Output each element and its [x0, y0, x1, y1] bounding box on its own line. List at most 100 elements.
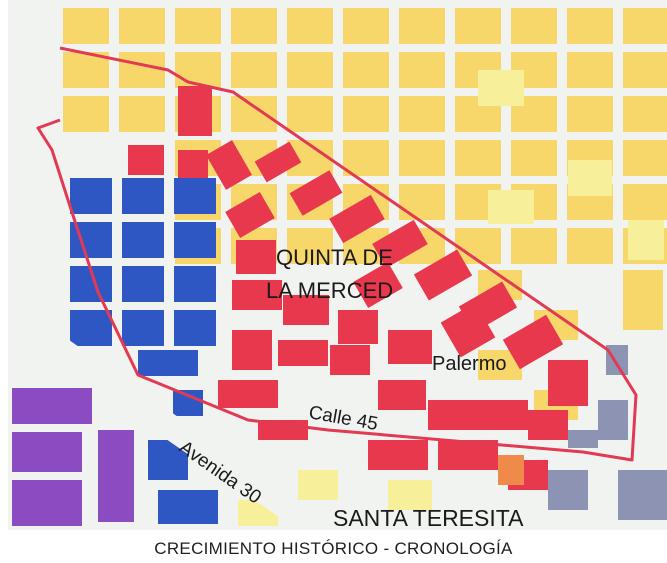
red-block	[128, 145, 164, 175]
yellow-block	[567, 96, 613, 132]
purple-block	[98, 430, 134, 522]
blue-block	[122, 178, 164, 214]
blue-block	[138, 350, 198, 376]
yellow-block	[623, 96, 667, 132]
red-block	[478, 400, 528, 430]
gray-block	[606, 345, 628, 375]
yellow-block	[623, 8, 667, 44]
pale-yellow-block	[488, 190, 534, 224]
label-quinta-de: QUINTA DE	[276, 245, 393, 270]
yellow-block	[399, 140, 445, 176]
yellow-block	[343, 96, 389, 132]
gray-block	[548, 470, 588, 510]
map-caption: CRECIMIENTO HISTÓRICO - CRONOLOGÍA	[154, 539, 513, 558]
pale-yellow-block	[388, 480, 432, 510]
gray-block	[598, 400, 628, 440]
yellow-block	[119, 52, 165, 88]
yellow-block	[343, 140, 389, 176]
yellow-block	[119, 8, 165, 44]
yellow-block	[623, 140, 667, 176]
yellow-block	[399, 8, 445, 44]
neighborhood-boundary	[36, 46, 638, 462]
yellow-block	[623, 270, 663, 330]
red-block	[330, 345, 370, 375]
red-block	[329, 194, 385, 244]
purple-blocks	[12, 388, 134, 526]
orange-blocks	[498, 455, 524, 485]
red-block	[372, 219, 428, 269]
map-canvas: QUINTA DE LA MERCED Palermo Calle 45 Ave…	[8, 0, 667, 530]
pale-yellow-block	[298, 470, 338, 500]
blue-block	[174, 310, 216, 346]
yellow-block	[455, 8, 501, 44]
red-block	[225, 192, 275, 238]
yellow-block	[511, 140, 557, 176]
gray-blocks	[548, 345, 667, 520]
yellow-block	[63, 8, 109, 44]
yellow-block	[455, 140, 501, 176]
red-block	[440, 302, 496, 358]
blue-block	[70, 178, 112, 214]
yellow-block	[287, 228, 333, 264]
yellow-block	[511, 228, 557, 264]
red-block	[283, 295, 329, 325]
yellow-block	[399, 52, 445, 88]
orange-block	[498, 455, 524, 485]
red-block	[528, 410, 568, 440]
red-block	[428, 400, 478, 430]
yellow-block	[623, 184, 667, 220]
red-block	[178, 86, 212, 136]
pale-yellow-block	[568, 160, 612, 196]
yellow-block	[287, 8, 333, 44]
red-block	[368, 440, 428, 470]
red-block	[232, 330, 272, 370]
yellow-block	[567, 228, 613, 264]
red-block	[413, 249, 473, 301]
red-block	[289, 170, 343, 216]
red-block	[502, 314, 564, 370]
red-block	[178, 150, 208, 180]
yellow-block	[343, 52, 389, 88]
label-palermo: Palermo	[432, 353, 506, 375]
red-block	[278, 340, 328, 366]
red-block	[388, 330, 432, 364]
red-block	[378, 380, 426, 410]
red-block	[353, 262, 403, 308]
red-block	[206, 140, 252, 190]
red-block	[236, 240, 276, 274]
blue-block	[70, 310, 112, 346]
yellow-block	[399, 96, 445, 132]
historical-growth-map: QUINTA DE LA MERCED Palermo Calle 45 Ave…	[8, 0, 667, 530]
pale-yellow-blocks	[238, 70, 664, 526]
yellow-block	[231, 96, 277, 132]
red-block	[548, 360, 588, 406]
yellow-block	[175, 8, 221, 44]
avenue-strip	[8, 318, 338, 530]
pale-yellow-block	[628, 220, 664, 260]
yellow-block	[231, 52, 277, 88]
yellow-block	[63, 52, 109, 88]
blue-block	[174, 178, 216, 214]
blue-block	[158, 490, 218, 524]
purple-block	[12, 388, 92, 424]
gray-block	[618, 470, 667, 520]
blue-block	[122, 266, 164, 302]
label-santa-teresita: SANTA TERESITA	[333, 505, 524, 530]
purple-block	[12, 480, 82, 526]
yellow-block	[567, 52, 613, 88]
red-block	[254, 141, 302, 183]
yellow-block	[63, 96, 109, 132]
yellow-block	[231, 8, 277, 44]
purple-block	[12, 432, 82, 472]
yellow-block	[511, 8, 557, 44]
blue-blocks	[70, 178, 218, 524]
yellow-block	[119, 96, 165, 132]
yellow-block	[567, 8, 613, 44]
blue-block	[174, 266, 216, 302]
yellow-block	[175, 52, 221, 88]
yellow-block	[455, 228, 501, 264]
blue-block	[122, 310, 164, 346]
blue-block	[174, 222, 216, 258]
blue-block	[122, 222, 164, 258]
pale-yellow-block	[478, 70, 524, 106]
